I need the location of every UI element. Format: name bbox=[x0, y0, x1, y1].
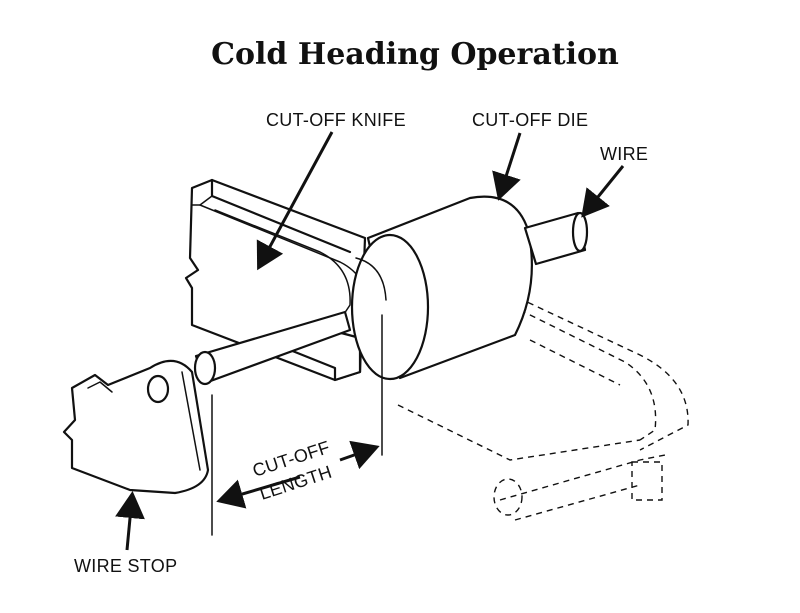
wire-stock bbox=[523, 211, 589, 266]
wire-stop bbox=[62, 359, 210, 495]
wire-arrow bbox=[581, 165, 625, 218]
label-wire: WIRE bbox=[600, 144, 648, 164]
label-wire-stop: WIRE STOP bbox=[74, 556, 177, 576]
cutoff-die-arrow bbox=[492, 132, 522, 201]
label-cutoff-die: CUT-OFF DIE bbox=[472, 110, 588, 130]
cutoff-die bbox=[350, 195, 533, 381]
diagram-title: Cold Heading Operation bbox=[211, 37, 619, 72]
wire-blank bbox=[193, 310, 352, 386]
phantom-knife-outline bbox=[397, 292, 689, 521]
wire-stop-arrow bbox=[115, 491, 145, 551]
cutoff-length-dimension bbox=[211, 314, 383, 536]
cutoff-knife-arrow bbox=[256, 131, 334, 271]
label-cutoff-knife: CUT-OFF KNIFE bbox=[266, 110, 406, 130]
